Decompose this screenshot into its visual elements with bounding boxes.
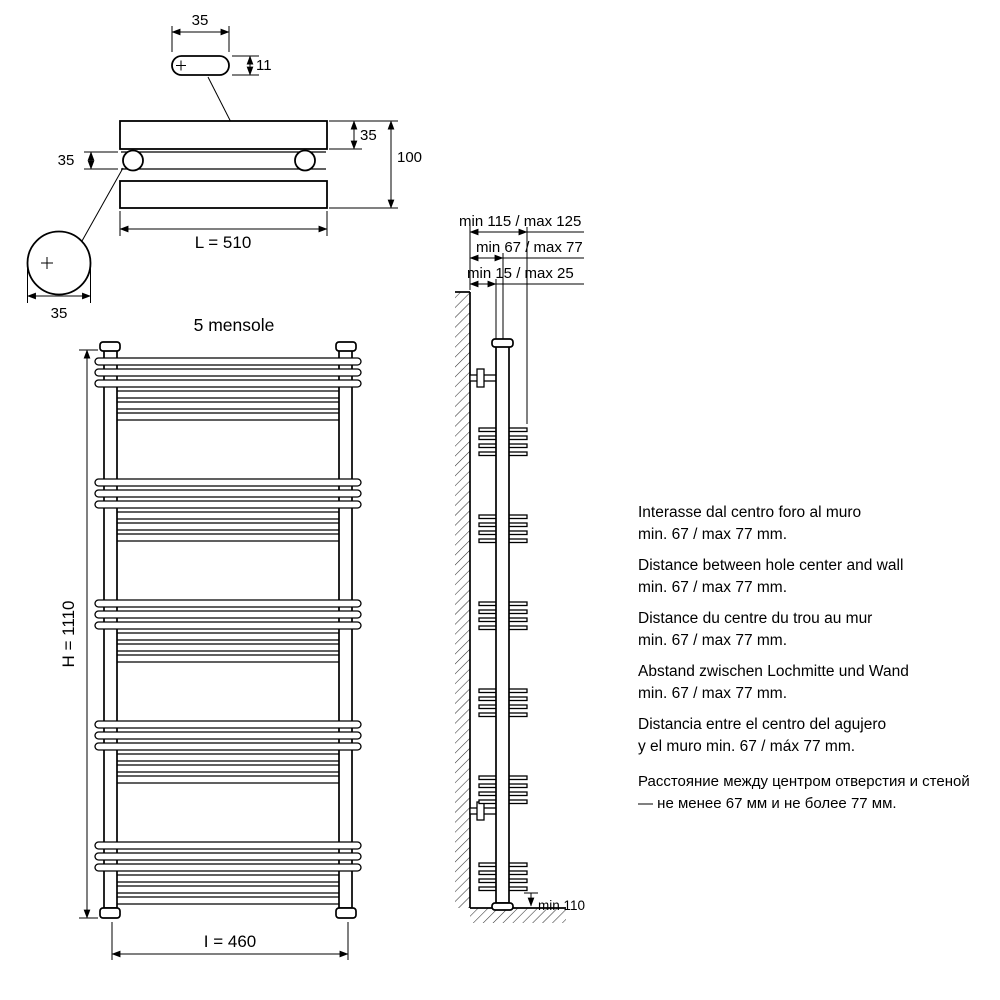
note-line: Distancia entre el centro del agujero bbox=[638, 716, 887, 733]
shelf-bar bbox=[94, 852, 362, 861]
inner-bar bbox=[109, 885, 347, 894]
side-tube bbox=[495, 345, 510, 904]
note-italian: Interasse dal centro foro al muro min. 6… bbox=[638, 502, 970, 546]
dim-witness-lines bbox=[469, 226, 528, 424]
dim-floor-clearance-label: min 110 bbox=[538, 898, 585, 913]
side-tube-bottom-cap bbox=[491, 902, 514, 911]
dim-tube-diameter bbox=[84, 151, 118, 170]
dim-slot-width-label: 35 bbox=[192, 12, 209, 29]
note-line: min. 67 / max 77 mm. bbox=[638, 685, 788, 702]
dim-slot-height-label: 11 bbox=[256, 57, 272, 74]
inner-bar bbox=[109, 764, 347, 773]
inner-bars bbox=[109, 390, 347, 905]
inner-bar bbox=[109, 775, 347, 784]
dim-width bbox=[111, 922, 349, 960]
note-russian: Расстояние между центром отверстия и сте… bbox=[638, 771, 970, 815]
side-tube-top-cap bbox=[491, 338, 514, 348]
tube-end-cap bbox=[26, 230, 92, 296]
shelf-bar bbox=[94, 368, 362, 377]
slot-center-mark bbox=[176, 60, 186, 71]
front-view: H = 1110 I = 460 bbox=[59, 341, 362, 960]
cap-center-mark bbox=[41, 257, 53, 269]
note-line: min. 67 / max 77 mm. bbox=[638, 579, 788, 596]
inner-bar bbox=[109, 874, 347, 883]
shelf-bar bbox=[94, 841, 362, 850]
inner-bar bbox=[109, 533, 347, 542]
dim-height bbox=[79, 349, 98, 919]
dim-cap-diameter-label: 35 bbox=[51, 305, 68, 322]
inner-bar bbox=[109, 654, 347, 663]
inner-bar bbox=[109, 643, 347, 652]
note-line: Distance between hole center and wall bbox=[638, 557, 904, 574]
note-line: Distance du centre du trou au mur bbox=[638, 610, 873, 627]
left-top-cap bbox=[99, 341, 121, 352]
view-title: 5 mensole bbox=[194, 315, 275, 335]
note-line: Расстояние между центром отверстия и сте… bbox=[638, 773, 970, 790]
note-line: min. 67 / max 77 mm. bbox=[638, 526, 788, 543]
note-line: — не менее 67 мм и не более 77 мм. bbox=[638, 795, 897, 812]
side-view: min 115 / max 125 min 67 / max 77 min 15… bbox=[455, 213, 585, 923]
shelf-bar bbox=[94, 500, 362, 509]
dim-length-label: L = 510 bbox=[195, 233, 252, 252]
dim-wall-to-front-label: min 115 / max 125 bbox=[459, 213, 581, 230]
bracket-plate-lower bbox=[476, 801, 485, 821]
right-top-cap bbox=[335, 341, 357, 352]
shelf-bar bbox=[94, 731, 362, 740]
inner-bar bbox=[109, 896, 347, 905]
note-line: Interasse dal centro foro al muro bbox=[638, 504, 862, 521]
shelf-bar bbox=[94, 489, 362, 498]
shelf-bar bbox=[94, 478, 362, 487]
note-line: min. 67 / max 77 mm. bbox=[638, 632, 788, 649]
floor-hatch bbox=[470, 908, 566, 923]
dim-bar-height bbox=[329, 120, 362, 150]
shelf-bar bbox=[94, 742, 362, 751]
shelf-bar bbox=[94, 357, 362, 366]
wall-hatch bbox=[455, 292, 470, 908]
shelf-bar bbox=[94, 863, 362, 872]
dim-tube-diameter-label: 35 bbox=[58, 152, 75, 169]
slot-hole bbox=[171, 55, 230, 76]
dim-slot-width bbox=[171, 26, 230, 52]
inner-bar bbox=[109, 511, 347, 520]
shelf-bar bbox=[94, 610, 362, 619]
shelf-bar bbox=[94, 379, 362, 388]
notes-panel: Interasse dal centro foro al muro min. 6… bbox=[638, 502, 970, 824]
bracket-plate-upper bbox=[476, 368, 485, 388]
dim-width-label: I = 460 bbox=[204, 932, 256, 951]
dim-wall-to-back-label: min 15 / max 25 bbox=[467, 265, 574, 282]
inner-bar bbox=[109, 401, 347, 410]
right-foot bbox=[335, 907, 357, 919]
dim-assembly-height bbox=[329, 120, 398, 209]
note-german: Abstand zwischen Lochmitte und Wand min.… bbox=[638, 661, 970, 705]
shelf-bar bbox=[94, 720, 362, 729]
note-spanish: Distancia entre el centro del agujero y … bbox=[638, 714, 970, 758]
shelf-top-bar bbox=[119, 120, 328, 150]
inner-bar bbox=[109, 632, 347, 641]
dim-wall-to-hole-center-label: min 67 / max 77 bbox=[476, 239, 583, 256]
inner-bar bbox=[109, 390, 347, 399]
dim-assembly-height-label: 100 bbox=[397, 149, 422, 166]
bracket-detail: 35 11 35 35 100 bbox=[26, 12, 422, 322]
dim-bar-height-label: 35 bbox=[360, 127, 377, 144]
tube-collar-right bbox=[294, 149, 316, 172]
shelf-bottom-bar bbox=[119, 180, 328, 209]
dim-floor-clearance bbox=[524, 892, 538, 907]
shelf-bars bbox=[94, 357, 362, 872]
dim-height-label: H = 1110 bbox=[59, 601, 78, 668]
dim-length bbox=[119, 211, 328, 236]
note-french: Distance du centre du trou au mur min. 6… bbox=[638, 608, 970, 652]
tube-collar-left bbox=[122, 149, 144, 172]
note-english: Distance between hole center and wall mi… bbox=[638, 555, 970, 599]
note-line: Abstand zwischen Lochmitte und Wand bbox=[638, 663, 909, 680]
inner-bar bbox=[109, 522, 347, 531]
cap-leader-line bbox=[81, 167, 124, 242]
note-line: y el muro min. 67 / máx 77 mm. bbox=[638, 738, 856, 755]
shelf-bar bbox=[94, 621, 362, 630]
left-foot bbox=[99, 907, 121, 919]
dim-slot-height bbox=[232, 55, 259, 76]
inner-bar bbox=[109, 412, 347, 421]
shelf-bar bbox=[94, 599, 362, 608]
dim-cap-diameter bbox=[26, 267, 92, 303]
inner-bar bbox=[109, 753, 347, 762]
